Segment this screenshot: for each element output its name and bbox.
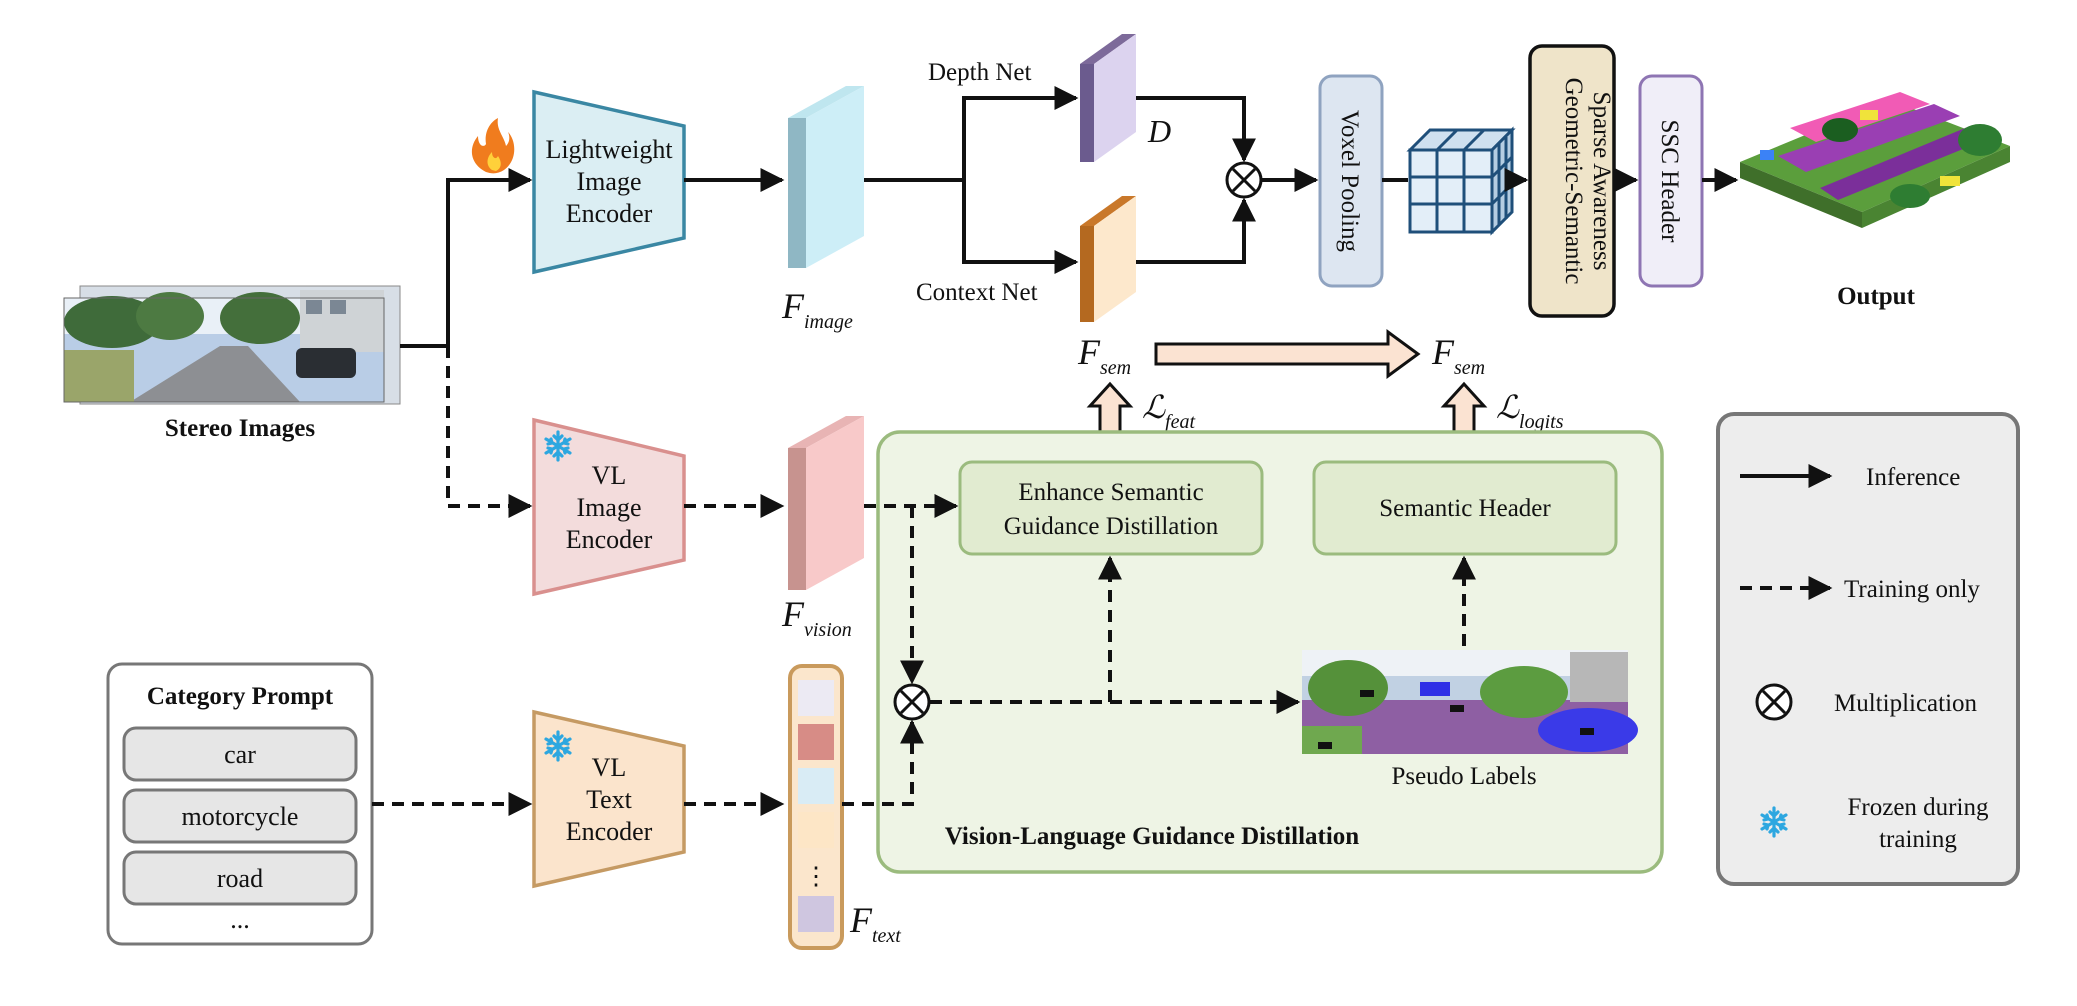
category-item-car — [122, 726, 358, 782]
gss-label-line2: Sparse Awareness — [1588, 92, 1615, 271]
lightweight-encoder-line3: Encoder — [566, 199, 653, 228]
geometric-semantic-sparse-awareness-block: Geometric-Semantic Sparse Awareness — [1528, 44, 1616, 318]
voxel-pooling-label: Voxel Pooling — [1336, 110, 1363, 252]
vl-text-encoder: VL Text Encoder — [532, 709, 686, 889]
depth-net-label: Depth Net — [928, 59, 1031, 86]
category-item-label: motorcycle — [182, 802, 299, 831]
lightweight-image-encoder: Lightweight Image Encoder — [532, 89, 686, 275]
vl-text-encoder-line2: Text — [586, 785, 633, 814]
f-vision-label: Fvision — [781, 594, 852, 641]
vl-image-encoder-line3: Encoder — [566, 525, 653, 554]
enhance-line1: Enhance Semantic — [1018, 479, 1203, 506]
ssc-header-label: SSC Header — [1656, 120, 1683, 244]
enhance-semantic-guidance-distillation-block — [958, 460, 1264, 556]
multiplication-node-top — [1225, 161, 1263, 199]
voxel-pooling-block: Voxel Pooling — [1318, 74, 1384, 288]
vl-image-encoder-line1: VL — [592, 461, 627, 490]
legend-panel: Inference Training only Multiplication F… — [1716, 412, 2020, 886]
category-item-label: car — [224, 740, 256, 769]
context-net-label: Context Net — [916, 279, 1038, 306]
vl-text-encoder-line3: Encoder — [566, 817, 653, 846]
vision-language-guidance-distillation-panel: Enhance Semantic Guidance Distillation S… — [876, 430, 1664, 874]
logits-loss-label: ℒlogits — [1496, 389, 1564, 433]
ssc-header-block: SSC Header — [1638, 74, 1704, 288]
category-item-road — [122, 850, 358, 906]
category-item-motorcycle — [122, 788, 358, 844]
stereo-images-label: Stereo Images — [165, 415, 315, 442]
f-sem-label-2: Fsem — [1431, 332, 1485, 379]
depth-symbol: D — [1147, 113, 1171, 149]
output-label: Output — [1837, 283, 1915, 310]
fire-icon — [471, 118, 515, 174]
semantic-header-label: Semantic Header — [1379, 495, 1551, 522]
feat-loss-label: ℒfeat — [1142, 389, 1195, 433]
category-prompt-ellipsis: ... — [230, 905, 250, 934]
legend-inference: Inference — [1866, 464, 1960, 491]
category-prompt-title: Category Prompt — [147, 683, 334, 710]
gss-label-line1: Geometric-Semantic — [1560, 78, 1587, 285]
f-text-label: Ftext — [849, 900, 901, 947]
f-sem-label-1: Fsem — [1077, 332, 1131, 379]
f-vision-feature: Fvision — [781, 416, 864, 641]
f-image-label: Fimage — [781, 286, 853, 333]
circled-times-icon — [1755, 683, 1793, 721]
multiplication-node-bottom — [893, 683, 931, 721]
f-text-dots: ⋮ — [804, 863, 829, 890]
stereo-images: Stereo Images — [63, 285, 401, 442]
category-prompt-panel: Category Prompt car motorcycle road ... — [106, 662, 374, 946]
legend-frozen-line1: Frozen during — [1848, 794, 1989, 821]
enhance-line2: Guidance Distillation — [1004, 513, 1219, 540]
inference-connectors — [400, 86, 1739, 348]
f-sem-transfer-arrow — [1154, 329, 1421, 379]
category-item-label: road — [217, 864, 263, 893]
vl-image-encoder-line2: Image — [577, 493, 642, 522]
distillation-panel-title: Vision-Language Guidance Distillation — [945, 823, 1360, 850]
pseudo-labels-image — [1302, 650, 1638, 754]
lightweight-encoder-line2: Image — [577, 167, 642, 196]
stereo-image-front — [63, 290, 385, 403]
f-image-feature: Fimage — [781, 86, 864, 333]
legend-training-only: Training only — [1844, 576, 1980, 603]
lightweight-encoder-line1: Lightweight — [545, 135, 673, 164]
vl-text-encoder-line1: VL — [592, 753, 627, 782]
voxel-grid-icon — [1406, 126, 1516, 236]
f-text-feature: ⋮ Ftext — [788, 664, 901, 950]
output-scene — [1740, 92, 2010, 228]
vl-image-encoder: VL Image Encoder — [532, 417, 686, 597]
pseudo-labels-label: Pseudo Labels — [1391, 763, 1536, 790]
semantic-header-block — [1312, 460, 1618, 556]
depth-net-output: D — [1080, 34, 1171, 162]
legend-frozen-line2: training — [1879, 826, 1957, 853]
legend-multiplication: Multiplication — [1834, 690, 1978, 717]
context-net-output — [1080, 196, 1136, 322]
training-connectors — [372, 346, 1476, 816]
